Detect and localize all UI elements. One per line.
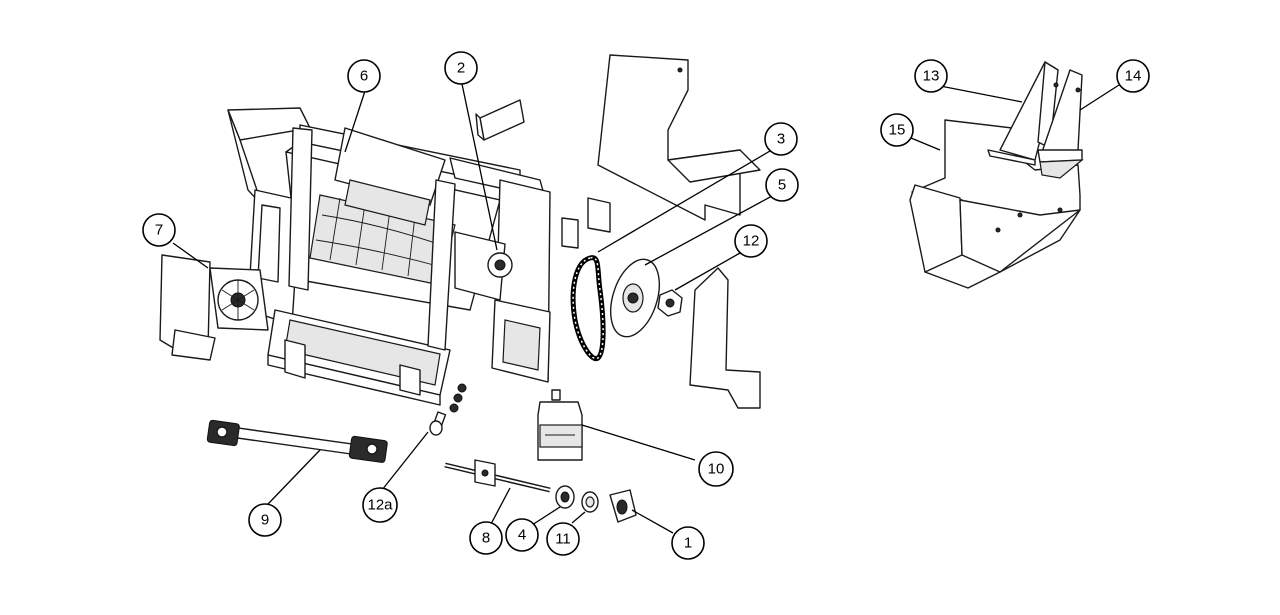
- mounting-bracket-assembly: [909, 61, 1084, 289]
- callout-label: 12a: [367, 497, 393, 514]
- bracket-part: [475, 99, 525, 141]
- shield-plate: [689, 267, 761, 409]
- callout-9: 9: [248, 503, 282, 537]
- callout-6: 6: [347, 59, 381, 93]
- callout-2: 2: [444, 51, 478, 85]
- callout-label: 12: [743, 233, 760, 250]
- hub-nut: [657, 289, 683, 317]
- callout-4: 4: [505, 518, 539, 552]
- callout-10: 10: [698, 451, 734, 487]
- drive-belt: [570, 255, 606, 361]
- callout-label: 8: [482, 530, 490, 547]
- callout-label: 1: [684, 535, 692, 552]
- callout-1: 1: [671, 526, 705, 560]
- oil-bottle: [537, 389, 583, 461]
- callout-label: 3: [777, 131, 785, 148]
- pto-shaft: [206, 419, 388, 463]
- callout-5: 5: [765, 168, 799, 202]
- callout-14: 14: [1116, 59, 1150, 93]
- pulley: [609, 258, 661, 338]
- small-brackets: [561, 197, 611, 249]
- callout-label: 15: [889, 122, 906, 139]
- callout-label: 4: [518, 527, 526, 544]
- callout-label: 11: [555, 531, 571, 548]
- drive-shaft: [444, 459, 551, 493]
- callout-12a: 12a: [362, 487, 398, 523]
- callout-label: 13: [923, 68, 940, 85]
- callout-8: 8: [469, 521, 503, 555]
- callout-label: 10: [708, 461, 725, 478]
- rotor-frame-assembly: [159, 107, 551, 406]
- callout-12: 12: [734, 224, 768, 258]
- leader-lines: [172, 83, 1120, 534]
- callout-label: 14: [1125, 68, 1142, 85]
- callout-3: 3: [764, 122, 798, 156]
- callout-13: 13: [914, 59, 948, 93]
- callout-label: 6: [360, 68, 368, 85]
- shear-bolt-parts: [429, 383, 467, 436]
- flange-bearing: [609, 489, 637, 523]
- bearing: [555, 485, 575, 509]
- callout-label: 7: [155, 222, 163, 239]
- callout-15: 15: [880, 113, 914, 147]
- callout-label: 9: [261, 512, 269, 529]
- callout-11: 11: [546, 522, 580, 556]
- callout-label: 5: [778, 177, 786, 194]
- callout-7: 7: [142, 213, 176, 247]
- guard-panel: [597, 54, 761, 221]
- callout-label: 2: [457, 60, 465, 77]
- collar: [581, 491, 599, 513]
